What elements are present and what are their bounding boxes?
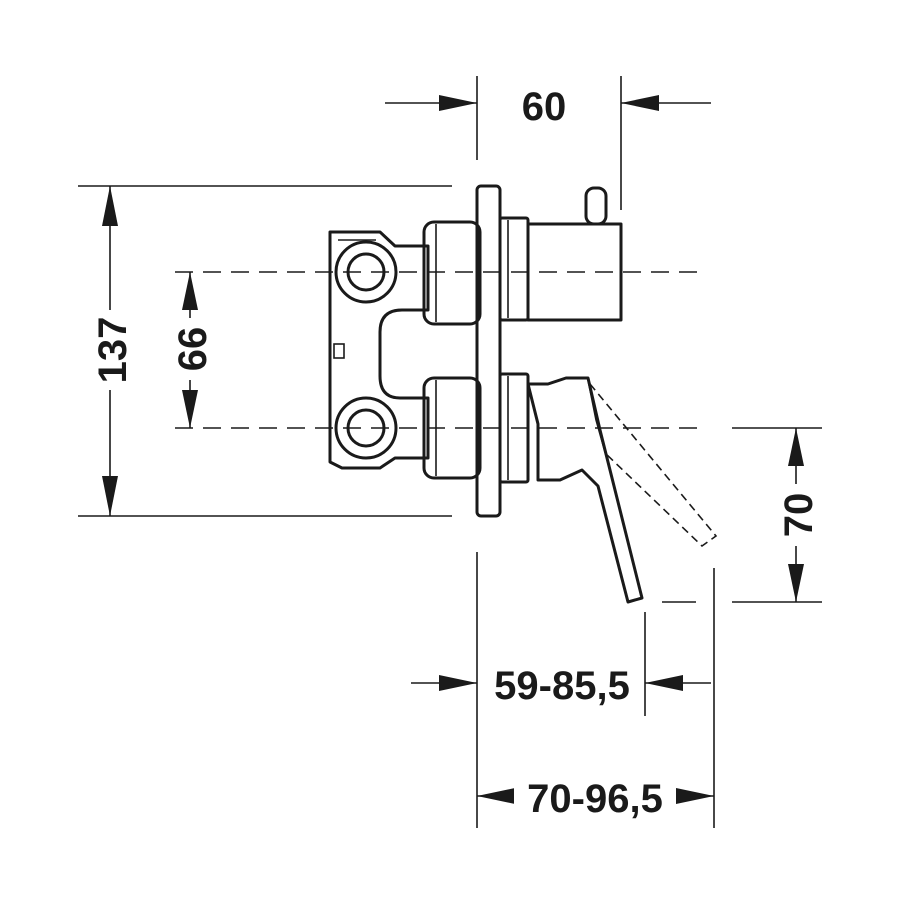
dimension-59-85-5: 59-85,5 <box>411 664 711 708</box>
connection-upper <box>334 240 398 304</box>
dim-label-60: 60 <box>522 85 567 129</box>
dimension-70: 70 <box>776 428 821 602</box>
diverter <box>498 186 623 322</box>
dimension-137: 137 <box>90 186 135 516</box>
dim-label-59-85-5: 59-85,5 <box>494 664 630 708</box>
connection-lower <box>334 396 398 460</box>
dim-label-70-96-5: 70-96,5 <box>527 777 663 821</box>
dim-label-66: 66 <box>171 327 215 372</box>
center-lines <box>175 271 705 429</box>
valve-bodies <box>422 220 482 480</box>
dimension-70-96-5: 70-96,5 <box>477 772 714 821</box>
mounting-box <box>328 230 430 470</box>
dim-label-137: 137 <box>91 317 135 384</box>
extension-lines <box>78 76 822 828</box>
dim-label-70: 70 <box>777 493 821 538</box>
dimension-60: 60 <box>385 85 711 129</box>
mixer-lever <box>498 372 718 604</box>
wall-plate <box>475 184 502 518</box>
dimension-66: 66 <box>171 272 215 428</box>
